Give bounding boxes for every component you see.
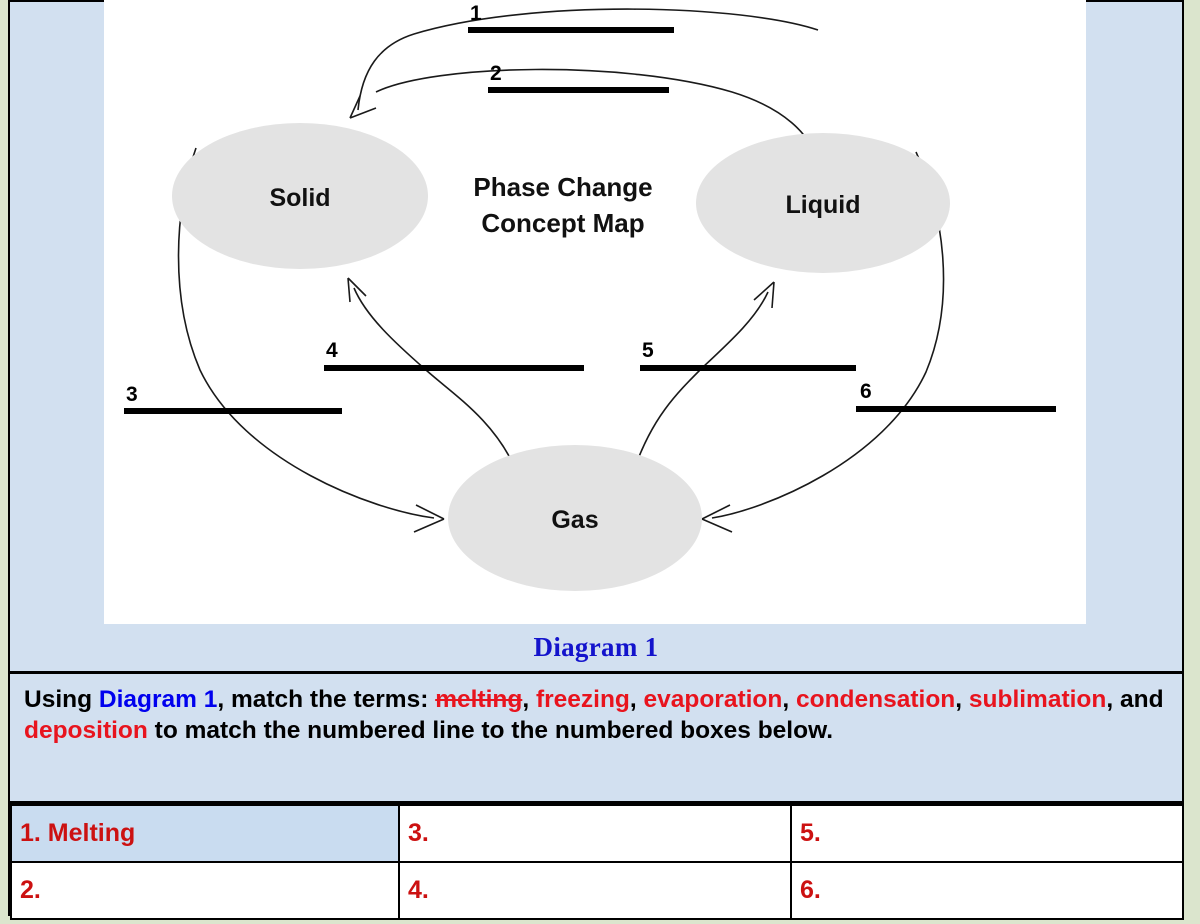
instruction-sep-1: ,: [522, 686, 536, 713]
diagram-title-line2: Concept Map: [481, 208, 644, 238]
arc-1-liquid-to-solid: [349, 8, 819, 119]
blank-line-5[interactable]: 5: [640, 339, 856, 371]
answer-table: 1. Melting 3. 5. 2. 4. 6.: [10, 804, 1184, 920]
phase-change-diagram: Solid Liquid Gas Phase Change Concept Ma…: [104, 0, 1086, 624]
diagram-caption-row: Diagram 1: [10, 624, 1182, 674]
diagram-title-line1: Phase Change: [473, 172, 652, 202]
instruction-sep-5: , and: [1106, 686, 1164, 713]
answer-cell-4[interactable]: 4.: [398, 861, 792, 920]
diagram-caption: Diagram 1: [533, 632, 659, 662]
answer-cell-6[interactable]: 6.: [790, 861, 1184, 920]
blank-number-6: 6: [860, 380, 872, 403]
instruction-part-1: Using: [24, 686, 99, 713]
blank-line-2[interactable]: 2: [488, 62, 669, 93]
blank-line-6[interactable]: 6: [856, 380, 1056, 412]
table-row: 1. Melting 3. 5.: [10, 804, 1184, 863]
blank-line-3[interactable]: 3: [124, 383, 342, 414]
blank-number-4: 4: [326, 339, 338, 362]
answer-cell-5[interactable]: 5.: [790, 804, 1184, 863]
term-deposition: deposition: [24, 717, 148, 744]
node-gas: Gas: [448, 445, 702, 591]
node-solid: Solid: [172, 123, 428, 269]
node-label-liquid: Liquid: [786, 191, 861, 219]
instruction-text: Using Diagram 1, match the terms: meltin…: [10, 674, 1182, 804]
instruction-diagram-ref: Diagram 1: [98, 686, 218, 713]
node-liquid: Liquid: [696, 133, 950, 273]
diagram-title: Phase Change Concept Map: [473, 172, 652, 238]
answer-cell-2[interactable]: 2.: [10, 861, 400, 920]
node-label-gas: Gas: [551, 506, 598, 534]
term-condensation: condensation: [796, 686, 956, 713]
instruction-sep-4: ,: [955, 686, 969, 713]
term-freezing: freezing: [535, 686, 630, 713]
arc-4-gas-to-solid: [347, 277, 517, 471]
blank-line-1[interactable]: 1: [468, 2, 674, 33]
instruction-sep-3: ,: [782, 686, 796, 713]
table-row: 2. 4. 6.: [10, 861, 1184, 920]
arc-5-gas-to-liquid: [633, 281, 775, 471]
instruction-sep-2: ,: [629, 686, 644, 713]
blank-number-2: 2: [490, 62, 502, 85]
term-melting: melting: [435, 686, 523, 713]
blank-number-5: 5: [642, 339, 654, 362]
term-sublimation: sublimation: [968, 686, 1107, 713]
answer-cell-1[interactable]: 1. Melting: [10, 804, 400, 863]
instruction-part-2: , match the terms:: [217, 686, 436, 713]
blank-line-4[interactable]: 4: [324, 339, 584, 371]
instruction-part-3: to match the numbered line to the number…: [147, 717, 834, 744]
node-label-solid: Solid: [269, 184, 330, 212]
term-evaporation: evaporation: [643, 686, 783, 713]
blank-number-1: 1: [470, 2, 482, 25]
answer-cell-3[interactable]: 3.: [398, 804, 792, 863]
worksheet-frame: Solid Liquid Gas Phase Change Concept Ma…: [8, 0, 1184, 920]
blank-number-3: 3: [126, 383, 138, 406]
